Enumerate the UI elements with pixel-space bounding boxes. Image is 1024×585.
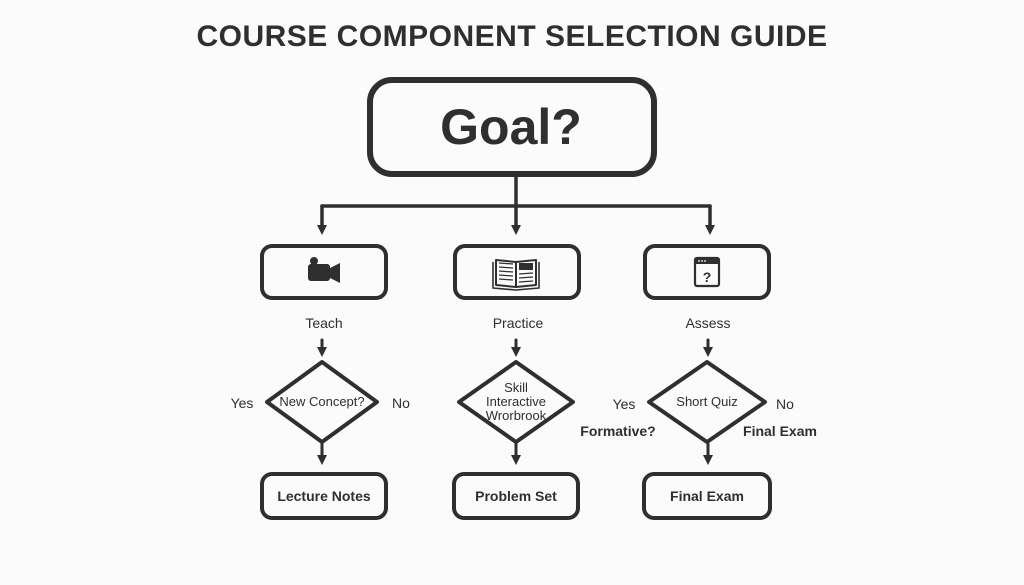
- practice-icon-box: [453, 244, 581, 300]
- teach-icon-box: [260, 244, 388, 300]
- teach-no-label: No: [392, 395, 410, 411]
- assess-decision-text: Short Quiz: [676, 394, 738, 409]
- teach-label: Teach: [305, 315, 343, 331]
- open-book-icon: [492, 259, 540, 291]
- practice-label: Practice: [492, 315, 544, 331]
- teach-result-label: Lecture Notes: [277, 488, 371, 504]
- assess-decision-diamond: [647, 360, 767, 444]
- assess-yes-sub-label: Formative?: [580, 423, 656, 439]
- practice-result-box: [452, 472, 580, 520]
- goal-label: Goal?: [440, 99, 582, 155]
- assess-icon-box: [643, 244, 771, 300]
- svg-text:?: ?: [703, 269, 712, 285]
- assess-yes-label: Yes: [612, 396, 636, 412]
- teach-yes-label: Yes: [230, 395, 254, 411]
- video-camera-icon: [308, 257, 340, 283]
- assess-no-label: No: [776, 396, 794, 412]
- practice-decision-line-2: Interactive: [486, 394, 546, 409]
- assess-result-box: [642, 472, 772, 520]
- teach-decision-diamond: [265, 360, 379, 444]
- practice-decision-diamond: [457, 360, 575, 444]
- teach-decision-text: New Concept?: [279, 394, 365, 409]
- assess-result-label: Final Exam: [670, 488, 744, 504]
- teach-result-box: [260, 472, 388, 520]
- practice-result-label: Problem Set: [475, 488, 557, 504]
- assess-no-sub-label: Final Exam: [743, 423, 817, 439]
- practice-decision-line-3: Wrorbrook: [485, 408, 547, 423]
- goal-box: [367, 77, 657, 177]
- practice-decision-line-1: Skill: [504, 380, 528, 395]
- page-title: COURSE COMPONENT SELECTION GUIDE: [196, 20, 828, 53]
- practice-decision-text: Skill Interactive Wrorbrook: [466, 374, 566, 430]
- assess-label: Assess: [685, 315, 731, 331]
- quiz-window-icon: ?: [693, 256, 721, 288]
